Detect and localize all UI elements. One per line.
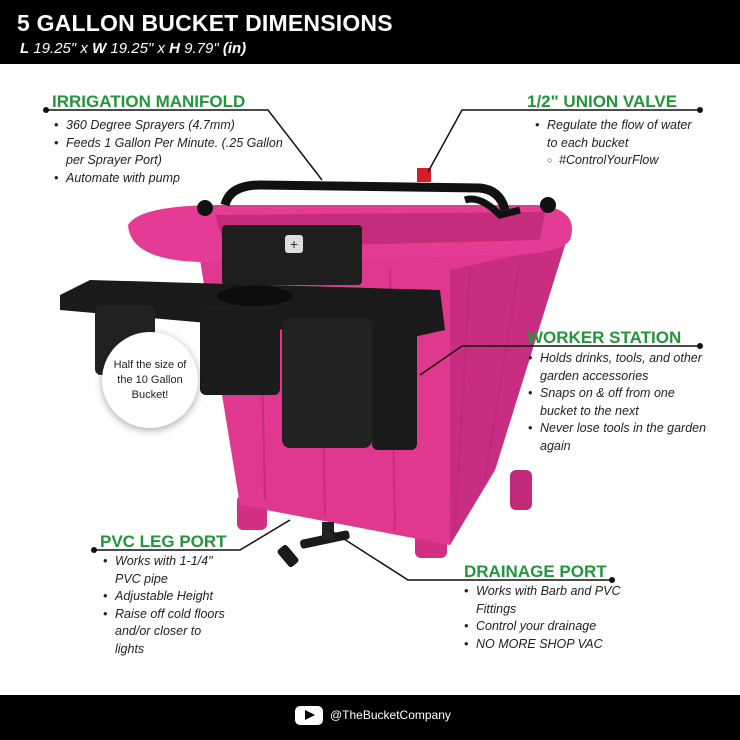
irrigation-manifold (220, 180, 510, 212)
irrigation-manifold-title: IRRIGATION MANIFOLD (52, 92, 246, 111)
footer (0, 695, 740, 740)
list-item: Works with Barb and PVC Fittings (464, 583, 624, 618)
worker-station-list: Holds drinks, tools, and other garden ac… (528, 350, 708, 455)
leader-line (46, 109, 323, 181)
pvc-leg-port-title: PVC LEG PORT (100, 532, 227, 551)
worker-station-title: WORKER STATION (527, 328, 682, 347)
union-valve-title: 1/2" UNION VALVE (527, 92, 678, 111)
irrigation-manifold-list: 360 Degree Sprayers (4.7mm) Feeds 1 Gall… (54, 117, 284, 187)
leg (510, 470, 532, 510)
svg-text:+: + (290, 236, 298, 252)
list-item: Control your drainage (464, 618, 624, 636)
station-clip (222, 225, 362, 285)
list-item: NO MORE SHOP VAC (464, 636, 624, 654)
youtube-handle[interactable]: @TheBucketCompany (330, 708, 451, 722)
header: 5 GALLON BUCKET DIMENSIONS L 19.25" x W … (0, 0, 740, 64)
list-item: Holds drinks, tools, and other garden ac… (528, 350, 708, 385)
dimensions: L 19.25" x W 19.25" x H 9.79" (in) (20, 40, 247, 57)
list-item: Feeds 1 Gallon Per Minute. (.25 Gallon p… (54, 135, 284, 170)
pvc-leg-port-list: Works with 1-1/4" PVC pipe Adjustable He… (103, 553, 233, 658)
list-item: Works with 1-1/4" PVC pipe (103, 553, 233, 588)
leader-line (427, 109, 700, 173)
leader-line (329, 529, 612, 581)
list-item: Regulate the flow of water to each bucke… (535, 117, 705, 152)
list-item: Automate with pump (54, 170, 284, 188)
list-item: Snaps on & off from one bucket to the ne… (528, 385, 708, 420)
list-item: #ControlYourFlow (535, 152, 705, 170)
list-item: 360 Degree Sprayers (4.7mm) (54, 117, 284, 135)
list-item: Adjustable Height (103, 588, 233, 606)
page-title: 5 GALLON BUCKET DIMENSIONS (17, 10, 393, 36)
drainage-port-title: DRAINAGE PORT (464, 562, 607, 581)
list-item: Raise off cold floors and/or closer to l… (103, 606, 233, 659)
youtube-icon[interactable] (295, 706, 323, 725)
leader-line (94, 519, 291, 551)
drainage-port-list: Works with Barb and PVC Fittings Control… (464, 583, 624, 653)
union-valve-list: Regulate the flow of water to each bucke… (535, 117, 705, 170)
size-badge: Half the size of the 10 Gallon Bucket! (102, 332, 198, 428)
leader-line (419, 345, 700, 376)
list-item: Never lose tools in the garden again (528, 420, 708, 455)
